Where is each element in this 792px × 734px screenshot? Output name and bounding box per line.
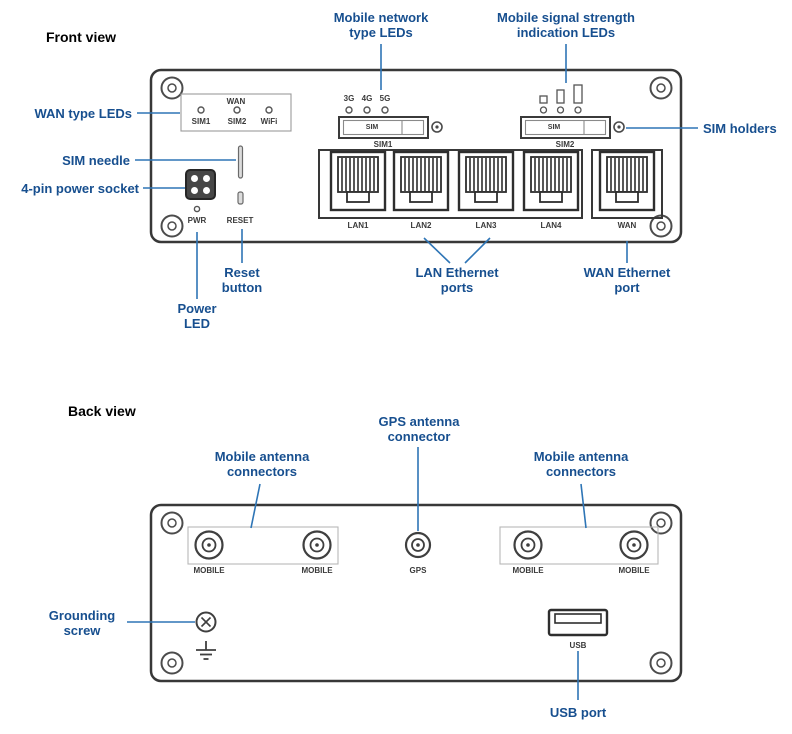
sim2-led-icon (233, 106, 241, 114)
lan-group-outline (318, 149, 583, 219)
led-label-3g: 3G (343, 94, 355, 103)
corner-screw-icon (160, 214, 184, 238)
ethernet-port-lan4 (522, 150, 580, 212)
callout-lan-ports: LAN Ethernet ports (415, 265, 499, 295)
network-type-leds (345, 106, 389, 114)
sim1-slot-text: SIM (365, 124, 379, 131)
sim2-holder-label: SIM2 (555, 140, 575, 149)
sim-holder-2 (520, 116, 625, 139)
wan-group-outline (591, 149, 663, 219)
mobile-antenna-connector-icon (302, 530, 332, 560)
back-panel-outline (149, 503, 683, 683)
led-label-4g: 4G (361, 94, 373, 103)
sim2-slot-text: SIM (547, 124, 561, 131)
ground-symbol-icon (196, 641, 216, 660)
wan-group-title: WAN (226, 97, 246, 106)
callout-reset-button: Reset button (221, 265, 263, 295)
wan-type-led-group (180, 93, 292, 132)
corner-screw-icon (649, 76, 673, 100)
corner-screw-icon (160, 76, 184, 100)
ethernet-port-wan (598, 150, 656, 212)
mobile-antenna-connector-icon (513, 530, 543, 560)
sim1-led-label: SIM1 (191, 117, 211, 126)
callout-mobile-antenna-right: Mobile antenna connectors (533, 449, 629, 479)
callout-gps-antenna: GPS antenna connector (378, 414, 460, 444)
led-label-5g: 5G (379, 94, 391, 103)
usb-port-icon (547, 608, 609, 637)
signal-strength-leds (539, 84, 583, 114)
port-label-lan2: LAN2 (410, 221, 432, 230)
front-view-title: Front view (46, 29, 117, 45)
right-antenna-box (499, 526, 659, 565)
power-socket-icon (185, 169, 216, 200)
callout-signal-strength-leds: Mobile signal strength indication LEDs (497, 10, 635, 40)
callout-mobile-antenna-left: Mobile antenna connectors (214, 449, 310, 479)
wifi-led-icon (265, 106, 273, 114)
front-callout-lines (135, 44, 698, 299)
reset-label: RESET (226, 216, 254, 225)
reset-button-icon (237, 191, 244, 205)
grounding-screw-icon (195, 611, 217, 633)
gps-antenna-connector-icon (404, 531, 432, 559)
ethernet-port-lan2 (392, 150, 450, 212)
callout-sim-holders: SIM holders (703, 121, 777, 136)
back-view-title: Back view (68, 403, 136, 419)
connector-label-mobile-2: MOBILE (301, 566, 333, 575)
back-callout-lines (127, 447, 587, 700)
connector-label-mobile-1: MOBILE (193, 566, 225, 575)
mobile-antenna-connector-icon (194, 530, 224, 560)
callout-wan-type-leds: WAN type LEDs (34, 106, 132, 121)
corner-screw-icon (160, 511, 184, 535)
power-led-icon (193, 205, 201, 213)
corner-screw-icon (649, 214, 673, 238)
callout-grounding-screw: Grounding screw (48, 608, 116, 638)
ethernet-port-lan1 (329, 150, 387, 212)
corner-screw-icon (649, 651, 673, 675)
callout-usb-port: USB port (549, 705, 607, 720)
port-label-lan3: LAN3 (475, 221, 497, 230)
corner-screw-icon (160, 651, 184, 675)
sim1-led-icon (197, 106, 205, 114)
callout-wan-port: WAN Ethernet port (583, 265, 671, 295)
callout-mobile-network-type-leds: Mobile network type LEDs (333, 10, 429, 40)
corner-screw-icon (649, 511, 673, 535)
callout-power-socket: 4-pin power socket (21, 181, 139, 196)
sim-holder-1 (338, 116, 443, 139)
front-panel (149, 68, 683, 244)
port-label-lan1: LAN1 (347, 221, 369, 230)
pwr-label: PWR (187, 216, 207, 225)
left-antenna-box (187, 526, 339, 565)
port-label-wan: WAN (617, 221, 637, 230)
callout-sim-needle: SIM needle (62, 153, 130, 168)
sim1-holder-label: SIM1 (373, 140, 393, 149)
back-panel (149, 503, 683, 683)
ethernet-port-lan3 (457, 150, 515, 212)
connector-label-gps: GPS (409, 566, 427, 575)
sim-needle-icon (237, 145, 244, 179)
connector-label-mobile-4: MOBILE (618, 566, 650, 575)
usb-label: USB (569, 641, 587, 650)
wifi-led-label: WiFi (260, 117, 278, 126)
mobile-antenna-connector-icon (619, 530, 649, 560)
callout-power-led: Power LED (177, 301, 217, 331)
sim2-led-label: SIM2 (227, 117, 247, 126)
connector-label-mobile-3: MOBILE (512, 566, 544, 575)
port-label-lan4: LAN4 (540, 221, 562, 230)
